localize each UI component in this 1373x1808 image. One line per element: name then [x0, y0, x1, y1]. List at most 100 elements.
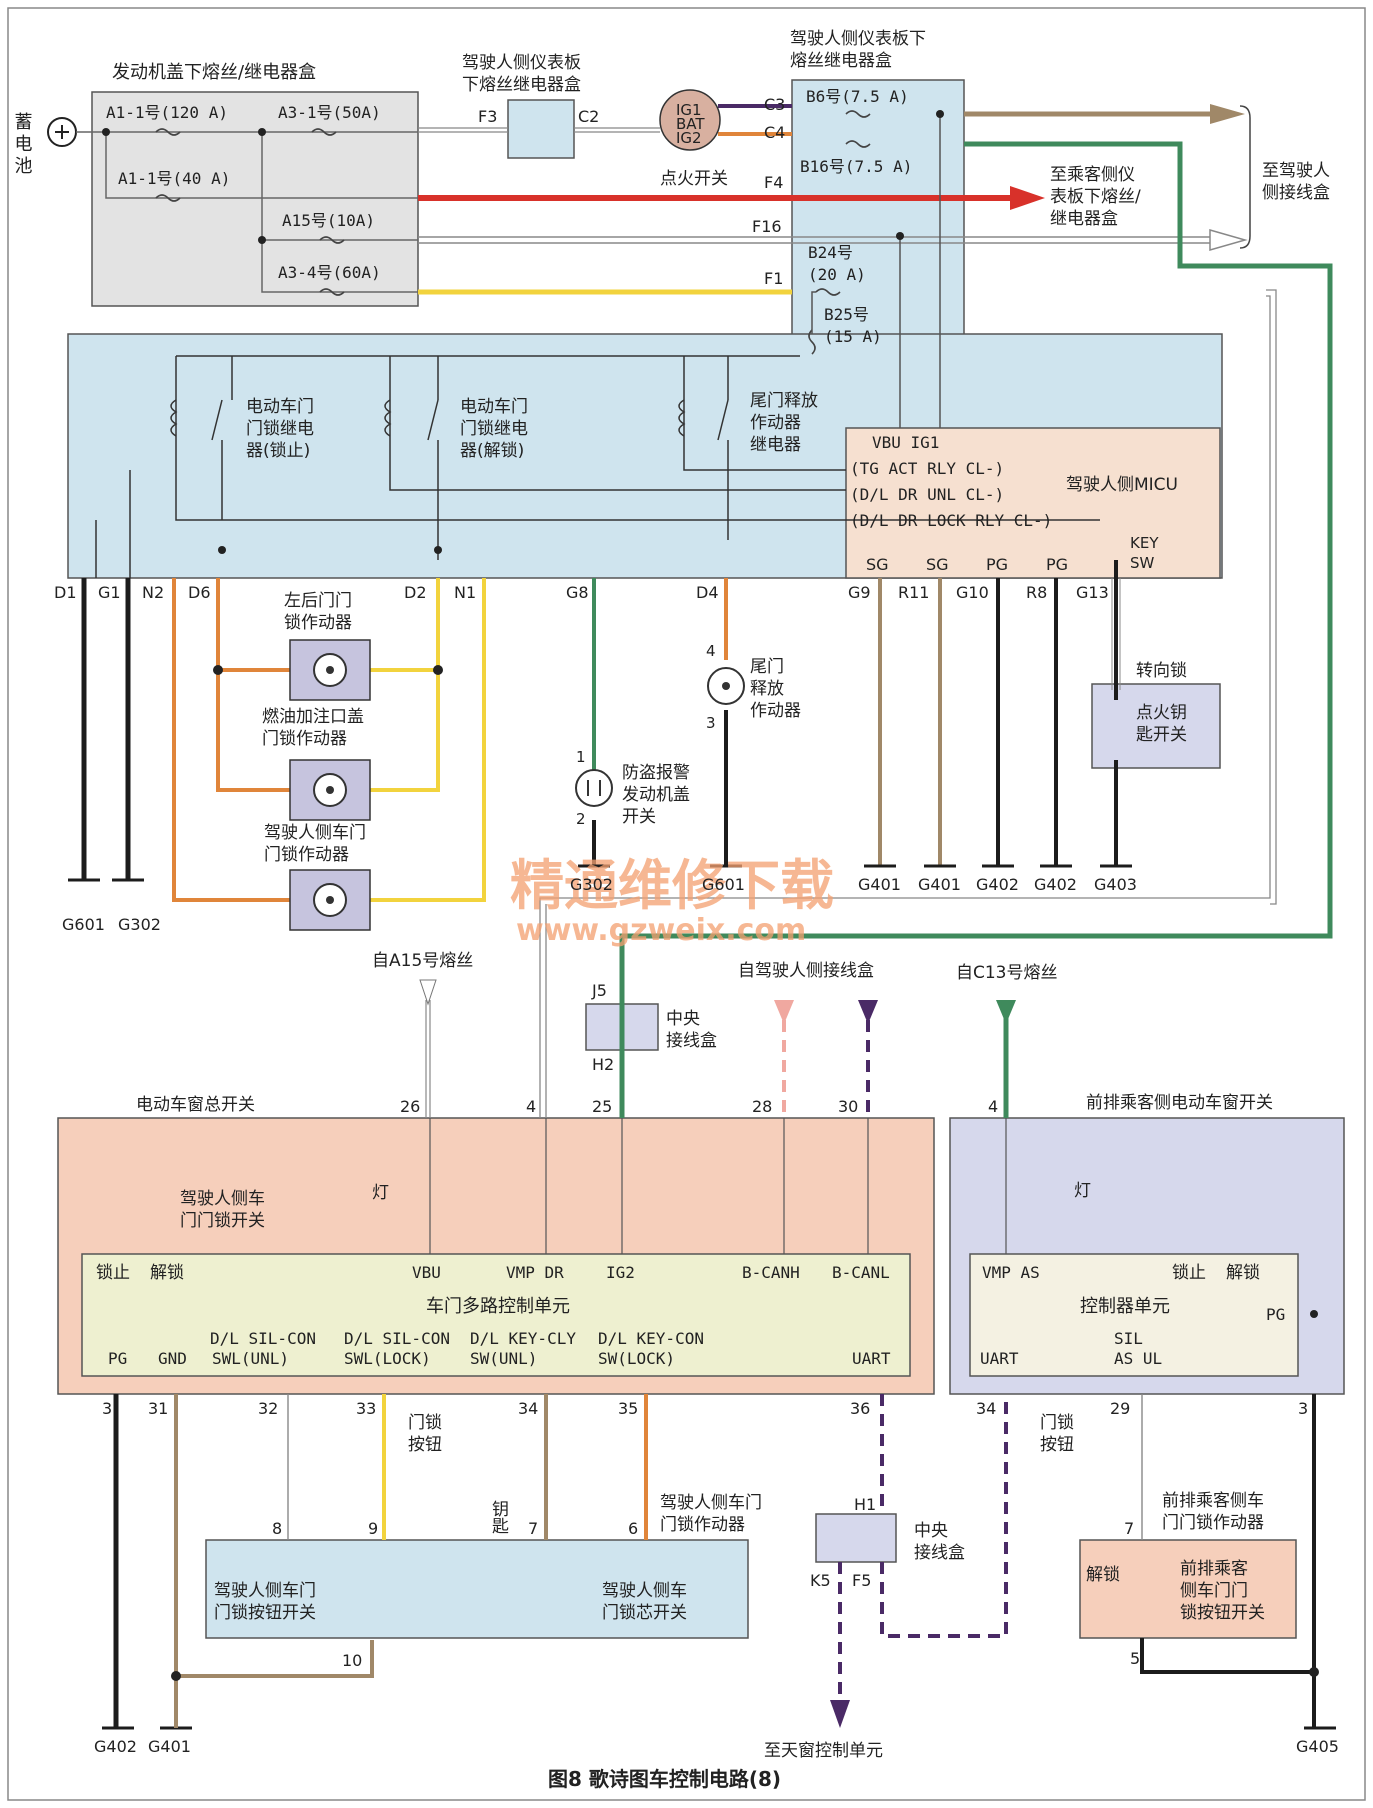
central-jb-2: 接线盒	[666, 1031, 717, 1051]
micu-pg-2: PG	[1046, 555, 1068, 574]
fuse-a1-120: A1-1号(120 A)	[106, 103, 228, 122]
micu-vbu-ig1: VBU IG1	[872, 433, 939, 452]
fuse-a3-60: A3-4号(60A)	[278, 263, 381, 282]
pin-g9: G9	[848, 583, 871, 602]
mux-key2b: SW(LOCK)	[598, 1349, 675, 1368]
micu-pg-1: PG	[986, 555, 1008, 574]
pin-r11: R11	[898, 583, 929, 602]
mux-sil2: D/L SIL-CON	[344, 1329, 450, 1348]
conn-f1: F1	[764, 269, 783, 288]
pin-d6: D6	[188, 583, 211, 602]
gnd-g403: G403	[1094, 875, 1137, 894]
fuse-a3-50: A3-1号(50A)	[278, 103, 381, 122]
drv-cyl-sw-1: 驾驶人侧车	[602, 1581, 687, 1601]
drv-btn-sw-2: 门锁按钮开关	[214, 1603, 316, 1623]
engine-fuse-box	[91, 91, 419, 307]
mux-key1b: SW(UNL)	[470, 1349, 537, 1368]
relay-lock-1: 电动车门	[246, 397, 314, 417]
pin-26: 26	[400, 1097, 420, 1116]
fuse-a1-40: A1-1号(40 A)	[118, 169, 230, 188]
gnd-g401-b: G401	[918, 875, 961, 894]
relay-tg-2: 作动器	[750, 413, 801, 433]
drv-under-box-title-2: 下熔丝继电器盒	[462, 75, 581, 95]
mux-key1: D/L KEY-CLY	[470, 1329, 576, 1348]
unlock-label: 解锁	[1086, 1565, 1120, 1585]
relay-unlock-2: 门锁继电	[460, 419, 528, 439]
mux-unlock: 解锁	[150, 1263, 184, 1283]
mux-pg: PG	[108, 1349, 127, 1368]
drv-fuse-box	[791, 79, 965, 371]
conn-f5: F5	[852, 1571, 871, 1590]
pin-d2: D2	[404, 583, 427, 602]
pin-35: 35	[618, 1399, 638, 1418]
fuel-act-1: 燃油加注口盖	[262, 707, 364, 727]
to-drv-junction-2: 侧接线盒	[1262, 183, 1330, 203]
lamp-label: 灯	[372, 1183, 389, 1203]
steer-lock-label: 转向锁	[1136, 661, 1187, 681]
door-mux-label: 车门多路控制单元	[426, 1296, 570, 1317]
central-jb-bottom	[815, 1513, 897, 1563]
mux-vbu: VBU	[412, 1263, 441, 1282]
pin-3-pass: 3	[1298, 1399, 1308, 1418]
watermark-cn: 精通维修下载	[510, 854, 834, 917]
conn-c4: C4	[764, 123, 785, 142]
drv-lock-sw-1: 驾驶人侧车	[180, 1189, 265, 1209]
tg-pin-3: 3	[706, 714, 716, 732]
to-drv-junction-1: 至驾驶人	[1262, 161, 1330, 181]
micu-lock: (D/L DR LOCK RLY CL-)	[850, 511, 1052, 530]
tg-act-3: 作动器	[750, 701, 801, 721]
drv-lock-sw-2: 门门锁开关	[180, 1211, 265, 1231]
gnd-g401-a: G401	[858, 875, 901, 894]
steer-lock-box	[1091, 683, 1221, 769]
lock-btn-2: 按钮	[408, 1435, 442, 1455]
key-label: 钥匙	[488, 1500, 509, 1534]
relay-tg-1: 尾门释放	[750, 391, 818, 411]
pin-32: 32	[258, 1399, 278, 1418]
battery-label: 蓄电池	[12, 112, 33, 178]
relay-unlock-3: 器(解锁)	[460, 441, 524, 461]
mux-sil2b: SWL(LOCK)	[344, 1349, 431, 1368]
gnd-g601-b: G601	[702, 875, 745, 894]
drv-under-box-title-1: 驾驶人侧仪表板	[462, 53, 581, 73]
fuel-act-2: 门锁作动器	[262, 729, 347, 749]
drv-under-fuse-box-small	[507, 99, 575, 159]
ignition-switch-icon	[659, 89, 721, 151]
relay-unlock-1: 电动车门	[460, 397, 528, 417]
mux-uart: UART	[852, 1349, 891, 1368]
lock-btn-pass-1: 门锁	[1040, 1413, 1074, 1433]
fuse-b16: B16号(7.5 A)	[800, 157, 912, 176]
fuse-b25-a: B25号	[824, 305, 869, 324]
pass-btn-sw-3: 锁按钮开关	[1180, 1603, 1265, 1623]
key-sw-2: SW	[1130, 554, 1155, 572]
micu-sg-1: SG	[866, 555, 889, 574]
from-drv-jb: 自驾驶人侧接线盒	[738, 961, 874, 981]
actuator-icons	[289, 639, 745, 931]
micu-box	[845, 427, 1221, 579]
conn-c2: C2	[578, 107, 599, 126]
fuse-b25-b: (15 A)	[824, 327, 882, 346]
ctrl-pg: PG	[1266, 1305, 1285, 1324]
hood-sw-1: 防盗报警	[622, 763, 690, 783]
pass-act-2: 门门锁作动器	[1162, 1513, 1264, 1533]
ign-ig2: IG2	[676, 129, 702, 147]
figure-caption: 图8 歌诗图车控制电路(8)	[548, 1767, 781, 1791]
to-sunroof: 至天窗控制单元	[764, 1741, 883, 1761]
to-pass-box-3: 继电器盒	[1050, 209, 1118, 229]
micu-unl: (D/L DR UNL CL-)	[850, 485, 1004, 504]
pin-29: 29	[1110, 1399, 1130, 1418]
hood-pin-2: 2	[576, 810, 586, 828]
pin-8: 8	[272, 1519, 282, 1538]
drv-cyl-sw-2: 门锁芯开关	[602, 1603, 687, 1623]
pin-r8: R8	[1026, 583, 1047, 602]
door-mux-unit	[81, 1253, 911, 1377]
fuse-a15: A15号(10A)	[282, 211, 375, 230]
gnd-g601-a: G601	[62, 915, 105, 934]
pass-btn-sw-2: 侧车门门	[1180, 1581, 1248, 1601]
conn-c3: C3	[764, 95, 785, 114]
tg-act-2: 释放	[750, 679, 784, 699]
ign-ig1: IG1	[676, 101, 702, 119]
ctrl-as-ul: AS UL	[1114, 1349, 1162, 1368]
drv-act-b-2: 门锁作动器	[660, 1515, 745, 1535]
drv-act-b-1: 驾驶人侧车门	[660, 1493, 762, 1513]
